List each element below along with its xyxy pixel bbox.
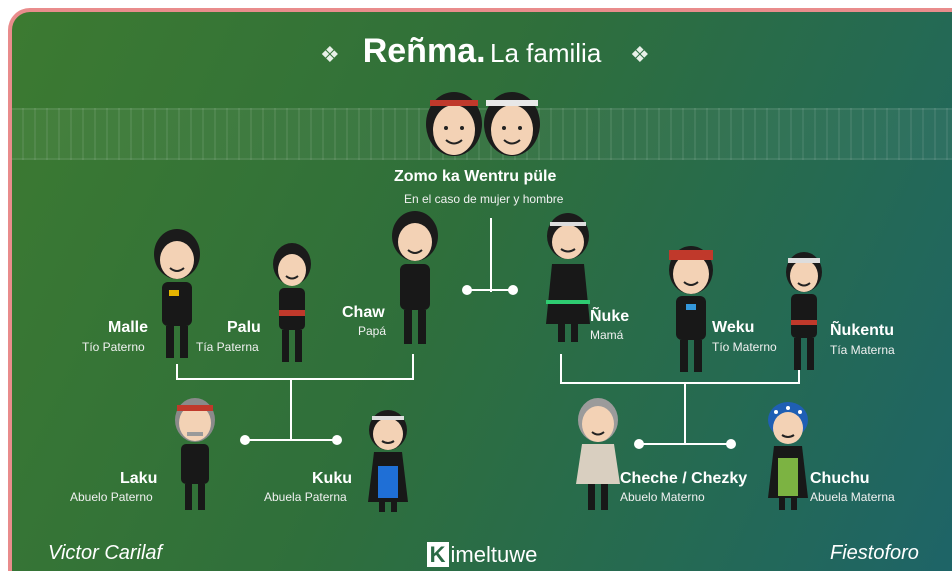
tree-line (466, 289, 516, 291)
nuke-role: Mamá (590, 328, 624, 342)
chuchu-figure-icon (768, 402, 808, 510)
chaw-name: Chaw (342, 304, 385, 321)
nuke-name: Ñuke (590, 308, 630, 325)
parents-name: Zomo ka Wentru püle (394, 168, 557, 185)
tree-line (684, 382, 686, 444)
tree-line (290, 378, 292, 440)
chuchu-role: Abuela Materna (810, 490, 895, 504)
tree-dot (240, 435, 250, 445)
infographic-frame: ❖ ❖ Reñma. La familia Zomo ka Wentru pül… (8, 8, 952, 571)
laku-figure-icon (175, 398, 215, 510)
kuku-name: Kuku (312, 470, 352, 487)
tree-dot (634, 439, 644, 449)
weku-name: Weku (712, 319, 755, 336)
laku-name: Laku (120, 470, 158, 487)
cheche-role: Abuelo Materno (620, 490, 705, 504)
diamond-ornament-icon: ❖ (320, 42, 340, 67)
tree-dot (508, 285, 518, 295)
tree-line (560, 382, 800, 384)
tree-dot (332, 435, 342, 445)
cheche-name: Cheche / Chezky (620, 470, 748, 487)
tree-dot (726, 439, 736, 449)
kuku-role: Abuela Paterna (264, 490, 347, 504)
nukentu-role: Tía Materna (830, 343, 895, 357)
pattern-band (12, 108, 952, 160)
diamond-ornament-icon: ❖ (630, 42, 650, 67)
cheche-figure-icon (576, 398, 620, 510)
malle-role: Tío Paterno (82, 340, 145, 354)
tree-line (638, 443, 734, 445)
tree-line (412, 354, 414, 378)
tree-line (560, 354, 562, 382)
tree-line (176, 364, 178, 378)
palu-role: Tía Paterna (196, 340, 259, 354)
credit-right: Fiestoforo (830, 542, 919, 564)
chaw-figure-icon (392, 211, 438, 344)
weku-role: Tío Materno (712, 340, 777, 354)
nuke-figure-icon (546, 213, 590, 342)
malle-name: Malle (108, 319, 149, 336)
parents-heads-icon (426, 92, 540, 156)
laku-role: Abuelo Paterno (70, 490, 153, 504)
chaw-role: Papá (358, 324, 387, 338)
tree-line (490, 218, 492, 292)
tree-line (176, 378, 414, 380)
weku-figure-icon (669, 246, 713, 372)
palu-name: Palu (227, 319, 261, 336)
parents-desc: En el caso de mujer y hombre (404, 192, 564, 206)
chuchu-name: Chuchu (810, 470, 870, 487)
credit-left: Victor Carilaf (48, 542, 163, 564)
palu-figure-icon (273, 243, 311, 362)
nukentu-name: Ñukentu (830, 322, 894, 339)
kuku-figure-icon (368, 410, 408, 512)
malle-figure-icon (154, 229, 200, 358)
tree-line (798, 370, 800, 382)
nukentu-figure-icon (786, 252, 822, 370)
page-title: Reñma. La familia (362, 32, 602, 70)
tree-line (244, 439, 340, 441)
tree-dot (462, 285, 472, 295)
